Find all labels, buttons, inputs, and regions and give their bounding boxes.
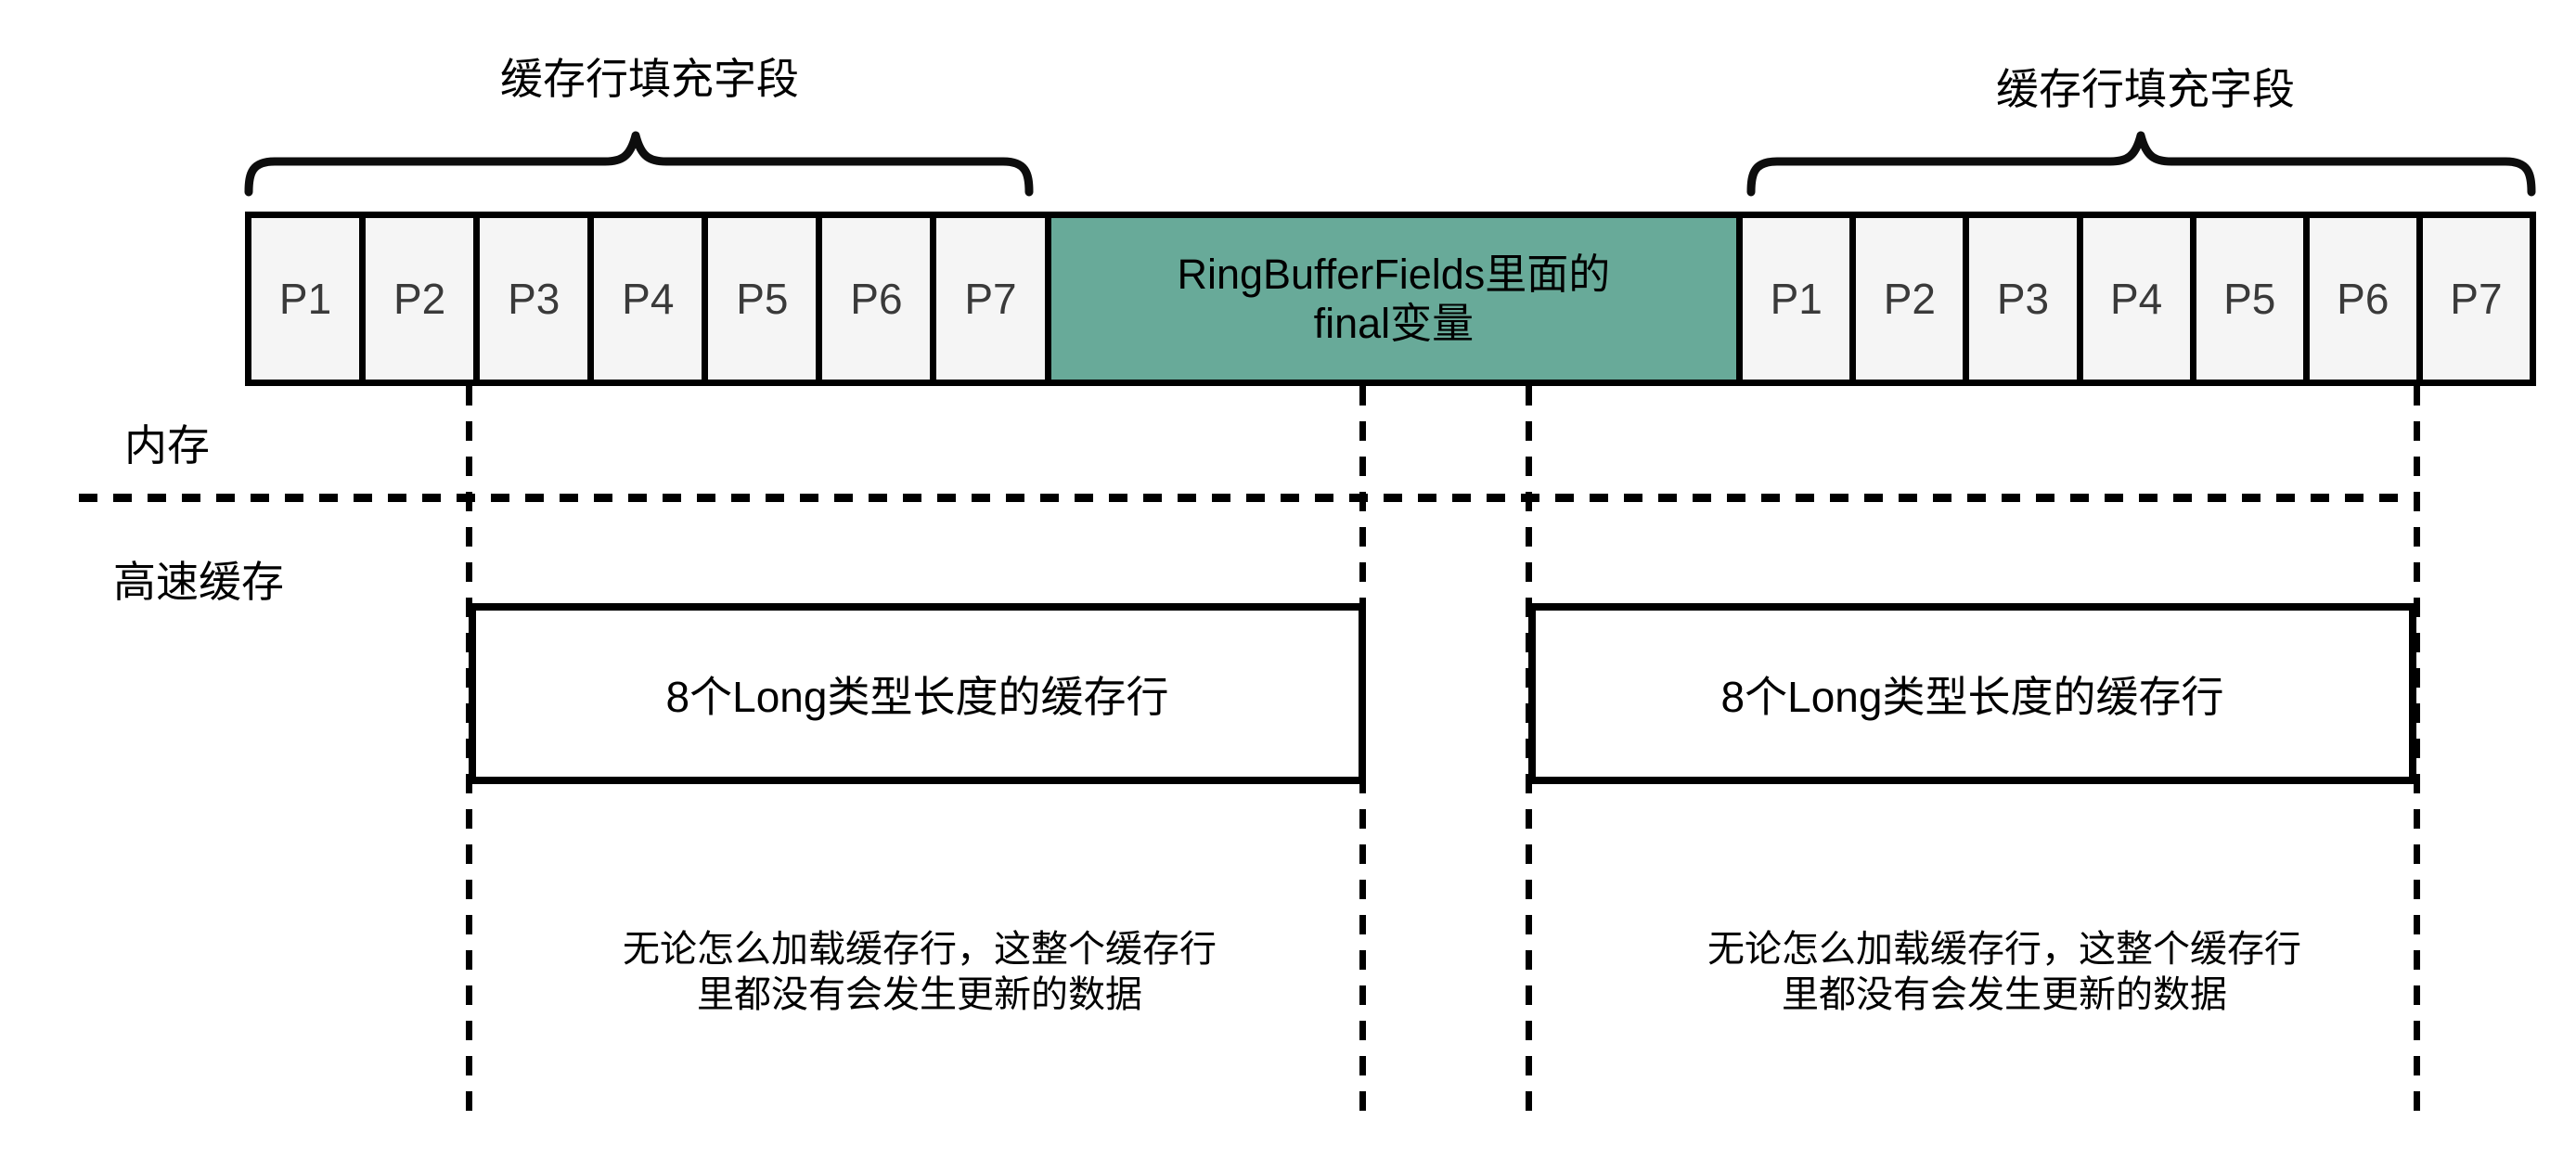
cache-line-note-left: 无论怎么加载缓存行，这整个缓存行 里都没有会发生更新的数据 xyxy=(623,927,1217,1018)
memory-row: P1 P2 P3 P4 P5 P6 P7 RingBufferFields里面的… xyxy=(245,212,2536,386)
padding-cell: P1 xyxy=(1736,218,1850,380)
cache-section-label: 高速缓存 xyxy=(113,558,284,606)
final-fields-cell: RingBufferFields里面的 final变量 xyxy=(1044,218,1737,380)
final-fields-label-line2: final变量 xyxy=(1313,300,1475,347)
padding-cell: P7 xyxy=(930,218,1045,380)
padding-cell: P6 xyxy=(816,218,931,380)
memory-section-label: 内存 xyxy=(124,421,210,470)
projection-dashed-line xyxy=(2414,386,2420,1119)
cache-line-box-left: 8个Long类型长度的缓存行 xyxy=(469,603,1366,784)
cache-line-note-right: 无论怎么加载缓存行，这整个缓存行 里都没有会发生更新的数据 xyxy=(1707,927,2301,1018)
padding-cell: P7 xyxy=(2415,218,2530,380)
padding-cell: P2 xyxy=(359,218,474,380)
right-brace xyxy=(1746,131,2536,197)
right-brace-label: 缓存行填充字段 xyxy=(1996,65,2295,113)
padding-cell: P4 xyxy=(587,218,702,380)
left-brace-label: 缓存行填充字段 xyxy=(500,55,799,103)
padding-cell: P3 xyxy=(1963,218,2077,380)
padding-cell: P3 xyxy=(473,218,588,380)
cache-line-box-right: 8个Long类型长度的缓存行 xyxy=(1528,603,2416,784)
padding-cell: P5 xyxy=(702,218,817,380)
cache-line-note-left-line1: 无论怎么加载缓存行，这整个缓存行 xyxy=(623,929,1217,970)
left-brace xyxy=(244,131,1034,197)
cache-line-note-left-line2: 里都没有会发生更新的数据 xyxy=(697,974,1142,1015)
cache-line-note-right-line1: 无论怎么加载缓存行，这整个缓存行 xyxy=(1707,929,2301,970)
cache-line-box-right-label: 8个Long类型长度的缓存行 xyxy=(1720,672,2224,721)
padding-cell: P1 xyxy=(251,218,360,380)
cache-line-note-right-line2: 里都没有会发生更新的数据 xyxy=(1782,974,2227,1015)
memory-cache-divider-dashed-line xyxy=(79,494,2413,502)
padding-cell: P5 xyxy=(2189,218,2303,380)
final-fields-label-line1: RingBufferFields里面的 xyxy=(1177,251,1611,298)
cache-line-box-left-label: 8个Long类型长度的缓存行 xyxy=(665,672,1169,721)
padding-cell: P4 xyxy=(2076,218,2190,380)
padding-cell: P6 xyxy=(2302,218,2416,380)
padding-cell: P2 xyxy=(1849,218,1964,380)
